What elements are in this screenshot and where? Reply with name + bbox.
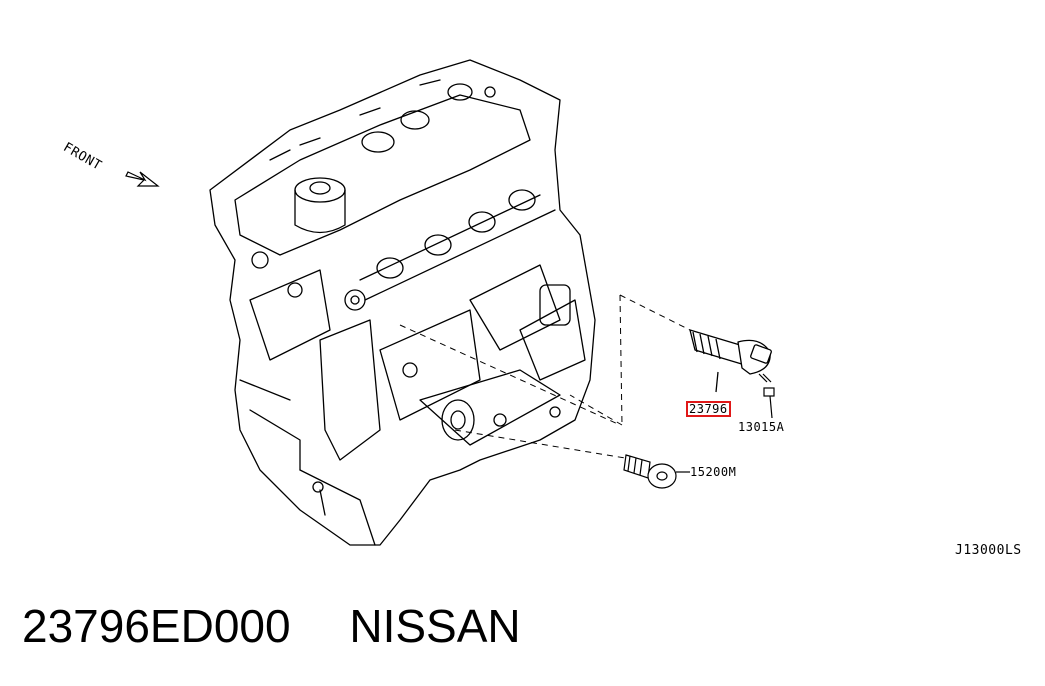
part-number: 23796ED000 xyxy=(22,600,291,652)
front-arrow xyxy=(125,171,160,187)
diagram-code: J13000LS xyxy=(955,543,1022,558)
engine-parts-diagram xyxy=(125,59,775,546)
brand-name: NISSAN xyxy=(349,600,521,652)
callout-bolt: 13015A xyxy=(738,420,785,434)
solenoid-valve xyxy=(689,329,772,393)
leader-lines xyxy=(399,294,691,459)
callout-main-part[interactable]: 23796 xyxy=(686,401,731,417)
callout-filter: 15200M xyxy=(690,465,737,479)
engine-block-outline xyxy=(209,59,596,546)
bolt xyxy=(758,373,775,419)
oil-filter-strainer xyxy=(623,454,690,489)
part-caption: 23796ED000 NISSAN xyxy=(22,598,521,654)
